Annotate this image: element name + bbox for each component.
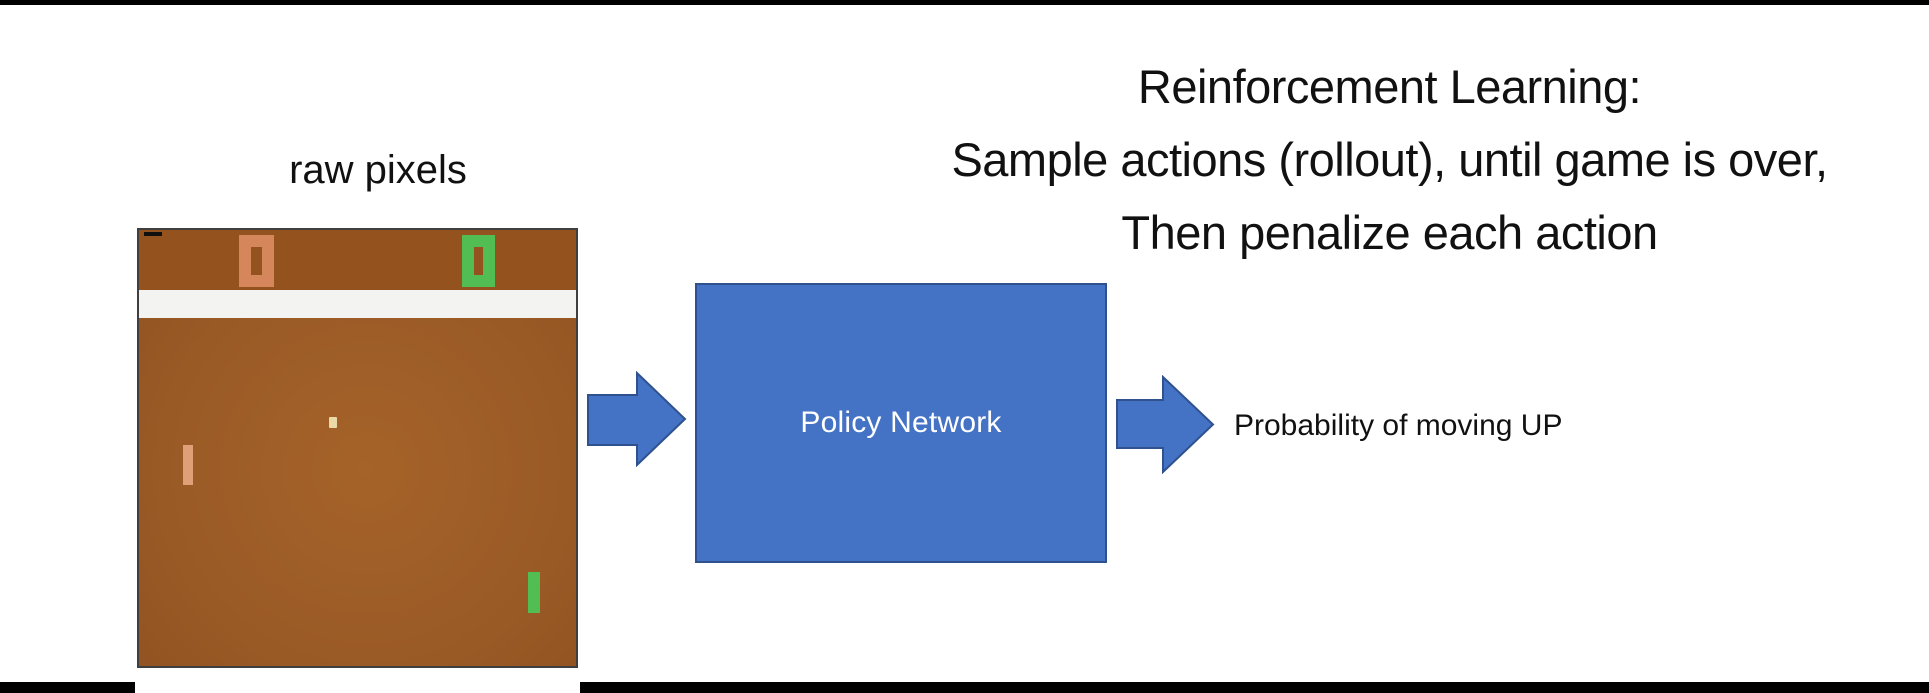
title-line-1: Reinforcement Learning:	[1137, 60, 1642, 113]
slide-title: Reinforcement Learning: Sample actions (…	[850, 50, 1929, 269]
top-letterbox-bar	[0, 0, 1929, 5]
raw-pixels-label: raw pixels	[289, 148, 467, 192]
pong-white-divider	[139, 290, 576, 318]
input-arrow-icon	[587, 371, 687, 467]
title-line-3: Then penalize each action	[1121, 206, 1658, 259]
left-score-digit-zero	[239, 235, 274, 287]
pong-green-paddle	[528, 572, 540, 613]
bottom-letterbox-bar-right	[580, 682, 1929, 693]
title-line-2: Sample actions (rollout), until game is …	[951, 133, 1828, 186]
policy-network-box: Policy Network	[695, 283, 1107, 563]
pong-ball	[329, 417, 337, 428]
output-arrow-icon	[1116, 375, 1215, 474]
pong-score-band	[139, 230, 576, 292]
pong-game-screenshot	[137, 228, 578, 668]
game-top-left-mark	[144, 232, 162, 236]
right-score-digit-zero	[462, 235, 495, 287]
bottom-letterbox-bar-left	[0, 682, 135, 693]
output-probability-label: Probability of moving UP	[1234, 409, 1563, 442]
pong-orange-paddle	[183, 445, 193, 485]
policy-network-label: Policy Network	[800, 406, 1002, 439]
